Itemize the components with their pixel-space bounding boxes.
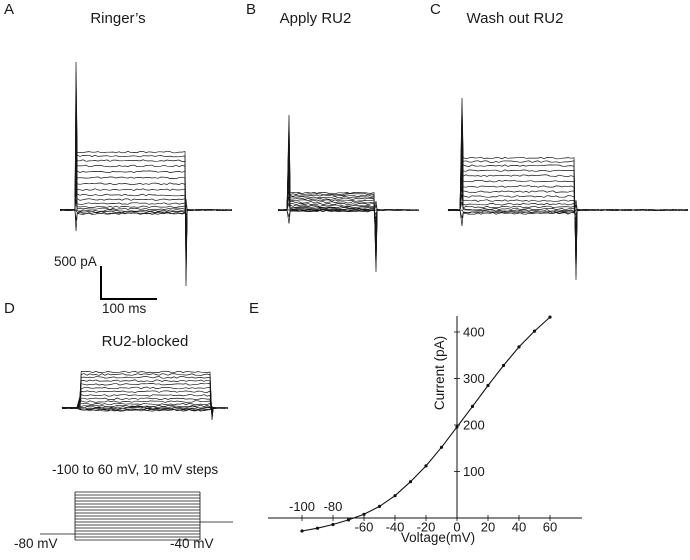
iv-data-point xyxy=(486,383,490,388)
scalebar-time-label: 100 ms xyxy=(102,301,147,316)
iv-data-point xyxy=(331,522,335,527)
x-tick-label: -20 xyxy=(417,520,436,535)
iv-data-point xyxy=(455,425,459,429)
scale-bar xyxy=(100,266,157,300)
traces-washout xyxy=(447,97,689,281)
panel-c-title: Wash out RU2 xyxy=(466,10,564,27)
iv-data-point xyxy=(424,464,428,468)
iv-data-point xyxy=(362,512,366,516)
voltage-protocol-diagram xyxy=(40,491,233,541)
y-tick-label: 100 xyxy=(463,464,485,479)
panel-c-letter: C xyxy=(430,1,441,18)
y-tick-label: 300 xyxy=(463,371,485,386)
iv-data-point xyxy=(300,529,304,533)
x-tick-label: 60 xyxy=(543,520,557,535)
panel-a-title: Ringer’s xyxy=(90,10,146,27)
panel-b-title: Apply RU2 xyxy=(279,10,352,27)
y-tick-label: 200 xyxy=(463,418,485,433)
iv-plot-y-axis-title: Current (pA) xyxy=(432,335,447,411)
iv-plot-x-axis-title: Voltage(mV) xyxy=(400,530,476,545)
iv-data-point xyxy=(470,404,475,408)
protocol-tail-label: -40 mV xyxy=(170,536,214,551)
x-tick-label: -80 xyxy=(324,499,343,514)
iv-data-point xyxy=(501,363,506,368)
panel-a-letter: A xyxy=(4,1,15,18)
traces-ringers xyxy=(59,61,233,287)
iv-data-point xyxy=(377,504,382,508)
panel-b-letter: B xyxy=(246,1,257,18)
panel-e-letter: E xyxy=(249,300,260,317)
panel-d-title: RU2-blocked xyxy=(101,333,189,350)
iv-data-point xyxy=(408,480,413,484)
protocol-description: -100 to 60 mV, 10 mV steps xyxy=(52,462,219,477)
x-tick-label: 40 xyxy=(512,520,526,535)
x-tick-label: -40 xyxy=(386,520,405,535)
y-tick-label: 400 xyxy=(463,325,485,340)
iv-data-point xyxy=(548,315,552,319)
iv-data-point xyxy=(532,329,537,333)
protocol-holding-label: -80 mV xyxy=(14,536,58,551)
iv-data-point xyxy=(517,345,521,349)
scalebar-current-label: 500 pA xyxy=(54,254,97,269)
iv-data-point xyxy=(393,494,397,498)
x-tick-label: 0 xyxy=(453,520,460,535)
x-tick-label: -100 xyxy=(289,499,315,514)
x-tick-label: 20 xyxy=(481,520,495,535)
traces-ru2-blocked xyxy=(61,370,229,421)
x-tick-label: -60 xyxy=(355,520,374,535)
iv-data-point xyxy=(315,526,320,530)
panel-d-letter: D xyxy=(4,300,15,317)
iv-plot: -60 -40 -20 0 20 40 60 -100 -80 100 200 300 400 xyxy=(268,315,582,535)
iv-data-point xyxy=(439,445,444,449)
traces-apply-ru2 xyxy=(277,114,420,273)
iv-data-point xyxy=(346,518,351,522)
